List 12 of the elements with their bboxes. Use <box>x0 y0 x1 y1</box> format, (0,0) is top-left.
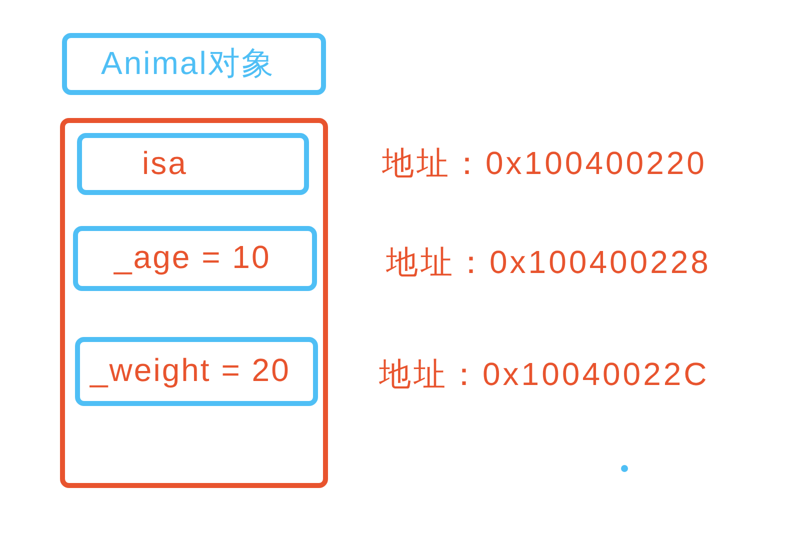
field-box <box>77 133 309 195</box>
memory-block-box <box>60 118 328 488</box>
field-text: _age = 10 <box>114 238 271 277</box>
object-box <box>62 33 326 95</box>
address-text: 地址：0x100400220 <box>382 144 707 183</box>
field-box <box>73 226 317 291</box>
field-box <box>75 337 318 406</box>
field-text: isa <box>142 144 188 183</box>
address-text: 地址：0x100400228 <box>386 243 711 282</box>
address-text: 地址：0x10040022C <box>379 355 710 394</box>
class-name-text: Animal对象 <box>101 44 275 83</box>
field-text: _weight = 20 <box>90 351 290 390</box>
